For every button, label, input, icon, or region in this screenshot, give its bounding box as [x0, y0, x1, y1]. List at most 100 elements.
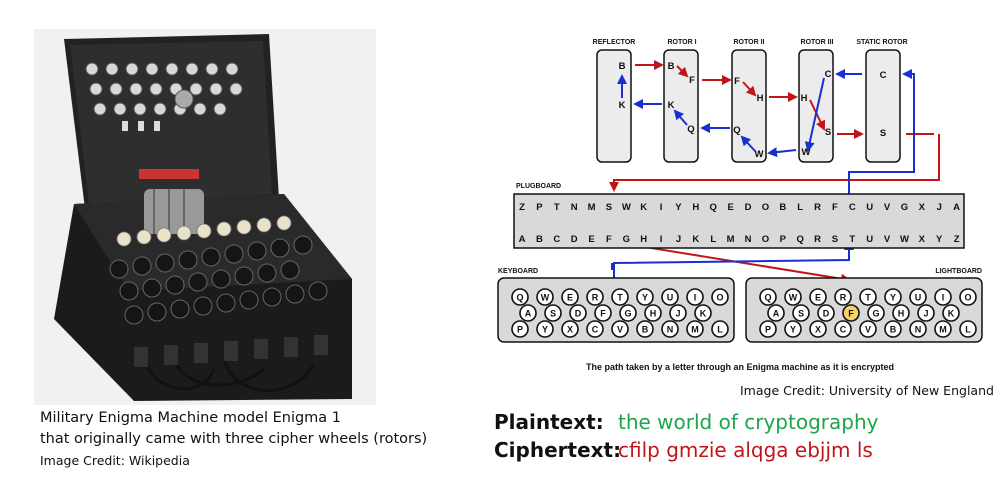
- lightboard-lamp-letter: B: [890, 324, 897, 334]
- lightboard-lamp-circle: [842, 304, 860, 322]
- photo-caption-line2: that originally came with three cipher w…: [40, 431, 428, 447]
- plugboard-bottom-letter: T: [849, 234, 855, 245]
- plugboard-bottom-letter: N: [745, 234, 752, 245]
- plugboard-box: [513, 193, 965, 249]
- keyboard-key-letter: X: [567, 324, 573, 334]
- keyboard-key-circle: [619, 304, 637, 322]
- plugboard-bottom-letter: R: [814, 234, 821, 245]
- plugboard-bottom-letter: Z: [954, 234, 960, 245]
- lightboard-lamp-circle: [759, 288, 777, 306]
- lightboard-lamp-circle: [909, 320, 927, 338]
- plugboard-bottom-letter: K: [692, 234, 699, 245]
- rotor2-letter: W: [755, 149, 764, 160]
- lightboard-lamp-letter: C: [840, 324, 847, 334]
- plugboard-bottom-letter: V: [884, 234, 891, 245]
- plugboard-top-letter: K: [640, 202, 647, 213]
- lightboard-lamp-circle: [959, 288, 977, 306]
- lightboard-lamp-letter: R: [840, 292, 847, 302]
- lightboard-lamp-letter: S: [798, 308, 804, 318]
- plugboard-bottom-letter: Q: [796, 234, 803, 245]
- lightboard-lamp-letter: Y: [790, 324, 796, 334]
- plugboard-top-letter: V: [884, 202, 891, 213]
- plugboard-bottom-letter: O: [762, 234, 769, 245]
- keyboard-key-letter: L: [717, 324, 723, 334]
- reflector-header: REFLECTOR: [593, 39, 636, 46]
- keyboard-key-circle: [711, 288, 729, 306]
- keyboard-key-letter: D: [575, 308, 582, 318]
- lightboard-lamp-circle: [859, 320, 877, 338]
- keyboard-key-circle: [694, 304, 712, 322]
- plugboard-top-letter: H: [692, 202, 699, 213]
- plugboard-bottom-letter: L: [710, 234, 716, 245]
- plugboard-top-letter: N: [571, 202, 578, 213]
- plugboard-bottom-letter: F: [606, 234, 612, 245]
- keyboard-key-letter: A: [525, 308, 532, 318]
- plugboard-bottom-letter: B: [536, 234, 543, 245]
- rotor1-letter: B: [668, 61, 675, 72]
- keyboard-key-letter: E: [567, 292, 573, 302]
- rotor2-header: ROTOR II: [734, 39, 765, 46]
- keyboard-key-letter: U: [667, 292, 674, 302]
- plugboard-bottom-letter: C: [553, 234, 560, 245]
- lightboard-lamp-letter: M: [939, 324, 947, 334]
- lightboard-lamp-circle: [809, 320, 827, 338]
- keyboard-key-circle: [661, 320, 679, 338]
- keyboard-key-circle: [636, 320, 654, 338]
- rotor1-letter: F: [689, 75, 695, 86]
- keyboard-key-letter: F: [600, 308, 606, 318]
- ciphertext-label: Ciphertext:: [494, 438, 622, 462]
- lightboard-lamp-letter: J: [923, 308, 928, 318]
- rotor2-letter: F: [734, 76, 740, 87]
- lightboard-lamp-circle: [809, 288, 827, 306]
- keyboard-key-circle: [611, 320, 629, 338]
- lightboard-lamp-letter: W: [789, 292, 798, 302]
- lightboard-header: LIGHTBOARD: [935, 268, 982, 275]
- plugboard-bottom-letter: H: [640, 234, 647, 245]
- keyboard-key-circle: [711, 320, 729, 338]
- keyboard-key-circle: [586, 288, 604, 306]
- lightboard-lamp-circle: [784, 288, 802, 306]
- lightboard-lamp-circle: [792, 304, 810, 322]
- static-rotor-header: STATIC ROTOR: [856, 39, 907, 46]
- rotor2-box: [731, 49, 767, 163]
- rotor2-letter: H: [757, 93, 764, 104]
- plugboard-bottom-letter: E: [588, 234, 594, 245]
- plugboard-bottom-letter: G: [623, 234, 630, 245]
- keyboard-key-letter: W: [541, 292, 550, 302]
- plugboard-top-letter: R: [814, 202, 821, 213]
- lightboard-lamp-letter: L: [965, 324, 971, 334]
- lightboard-lamp-circle: [767, 304, 785, 322]
- ciphertext-value: cfilp gmzie alqga ebjjm ls: [618, 438, 873, 462]
- lightboard-lamp-circle: [892, 304, 910, 322]
- plugboard-bottom-letter: W: [900, 234, 909, 245]
- return-signal-path: [611, 69, 915, 286]
- enigma-path-diagram: REFLECTOR ROTOR I ROTOR II ROTOR III STA…: [494, 30, 986, 380]
- diagram-credit: Image Credit: University of New England: [740, 383, 994, 398]
- keyboard-header: KEYBOARD: [498, 268, 538, 275]
- keyboard-key-letter: C: [592, 324, 599, 334]
- keyboard-key-circle: [561, 288, 579, 306]
- plugboard-bottom-letter: S: [832, 234, 838, 245]
- keyboard-key-letter: H: [650, 308, 657, 318]
- keyboard-key-circle: [511, 288, 529, 306]
- keyboard-key-circle: [636, 288, 654, 306]
- keyboard-key-circle: [669, 304, 687, 322]
- lightboard-lamp-circle: [942, 304, 960, 322]
- plugboard-bottom-letter: M: [727, 234, 735, 245]
- plugboard-top-letter: J: [937, 202, 942, 213]
- keyboard-key-circle: [519, 304, 537, 322]
- keyboard-key-circle: [686, 288, 704, 306]
- plugboard-bottom-letter: I: [660, 234, 663, 245]
- plugboard-top-letter: I: [660, 202, 663, 213]
- lightboard-lamp-circle: [867, 304, 885, 322]
- keyboard-key-letter: M: [691, 324, 699, 334]
- reflector-letter: B: [619, 61, 626, 72]
- plugboard-top-letter: B: [779, 202, 786, 213]
- lightboard-lamp-circle: [884, 288, 902, 306]
- plugboard-bottom-letter: A: [519, 234, 526, 245]
- lightboard-lamp-circle: [934, 288, 952, 306]
- plugboard-top-letter: Q: [710, 202, 717, 213]
- rotor1-header: ROTOR I: [667, 39, 696, 46]
- keyboard-key-circle: [536, 288, 554, 306]
- plugboard-top-letter: P: [536, 202, 543, 213]
